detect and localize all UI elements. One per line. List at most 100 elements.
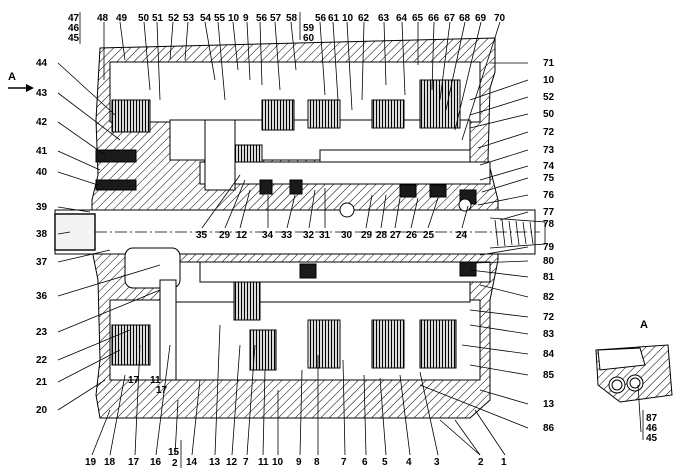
callout-59: 59 <box>303 23 315 34</box>
callout-9: 9 <box>243 13 249 24</box>
callout-10b: 10 <box>342 13 354 24</box>
callout-65: 65 <box>412 13 424 24</box>
callout-51: 51 <box>152 13 164 24</box>
callout-79: 79 <box>543 242 555 253</box>
callout-42: 42 <box>36 117 48 128</box>
callout-72b: 72 <box>543 312 555 323</box>
callout-24: 24 <box>456 230 468 241</box>
callout-57: 57 <box>270 13 282 24</box>
callout-9bt: 9 <box>296 457 302 468</box>
callout-52: 52 <box>168 13 180 24</box>
callout-40: 40 <box>36 167 48 178</box>
callout-26: 26 <box>406 230 418 241</box>
callout-1: 1 <box>501 457 507 468</box>
callout-31: 31 <box>319 230 331 241</box>
view-label: A <box>640 319 648 331</box>
callout-13: 13 <box>209 457 221 468</box>
callout-78: 78 <box>543 219 555 230</box>
callout-3: 3 <box>434 457 440 468</box>
callout-35: 35 <box>196 230 208 241</box>
callout-69: 69 <box>475 13 487 24</box>
callout-27: 27 <box>390 230 402 241</box>
callout-52r: 52 <box>543 92 555 103</box>
callout-72: 72 <box>543 127 555 138</box>
callout-64: 64 <box>396 13 408 24</box>
callout-11: 11 <box>258 457 269 468</box>
callout-53: 53 <box>183 13 195 24</box>
callout-10r: 10 <box>543 75 555 86</box>
leader-lines <box>57 21 529 456</box>
callout-80: 80 <box>543 256 555 267</box>
callout-43: 43 <box>36 88 48 99</box>
callout-55: 55 <box>214 13 226 24</box>
callout-7b: 7 <box>341 457 347 468</box>
callout-67: 67 <box>444 13 456 24</box>
callout-4: 4 <box>406 457 412 468</box>
callout-8: 8 <box>314 457 320 468</box>
callout-29b: 29 <box>361 230 373 241</box>
callout-41: 41 <box>36 146 48 157</box>
callout-7: 7 <box>243 457 249 468</box>
callout-54: 54 <box>200 13 212 24</box>
callout-83: 83 <box>543 329 555 340</box>
callout-5: 5 <box>382 457 388 468</box>
callout-45: 45 <box>68 33 80 44</box>
callout-46v: 46 <box>646 423 658 434</box>
callout-17i: 17 <box>128 375 140 386</box>
callout-16: 16 <box>150 457 162 468</box>
callout-73: 73 <box>543 145 555 156</box>
arrow-label: A <box>8 71 16 83</box>
callout-20: 20 <box>36 405 48 416</box>
inner-callouts: 35 29 12 34 33 32 31 30 29 28 27 26 25 2… <box>128 174 469 396</box>
callout-77: 77 <box>543 207 555 218</box>
callout-19: 19 <box>85 457 97 468</box>
bearings-and-gears <box>95 119 477 381</box>
callout-48: 48 <box>97 13 109 24</box>
callout-50: 50 <box>138 13 150 24</box>
callout-61: 61 <box>328 13 340 24</box>
callout-11i: 11 <box>150 375 161 386</box>
callout-32: 32 <box>303 230 315 241</box>
main-input-shaft <box>54 209 546 255</box>
callout-17: 17 <box>128 457 140 468</box>
callout-18: 18 <box>104 457 116 468</box>
callout-12: 12 <box>226 457 238 468</box>
callout-37: 37 <box>36 257 48 268</box>
callout-38: 38 <box>36 229 48 240</box>
callout-2b: 2 <box>172 458 178 469</box>
callout-71: 71 <box>543 58 555 69</box>
callout-33: 33 <box>281 230 293 241</box>
callout-49: 49 <box>116 13 128 24</box>
callout-56b: 56 <box>315 13 327 24</box>
bottom-callouts: 19 18 17 16 15 2 14 13 12 7 11 10 9 8 7 … <box>85 440 507 469</box>
callout-86: 86 <box>543 423 555 434</box>
upper-shaft <box>199 149 491 185</box>
lower-shaft <box>199 261 491 283</box>
callout-34: 34 <box>262 230 274 241</box>
callout-22: 22 <box>36 355 48 366</box>
callout-76: 76 <box>543 190 555 201</box>
callout-30: 30 <box>341 230 353 241</box>
callout-56: 56 <box>256 13 268 24</box>
callout-25: 25 <box>423 230 435 241</box>
callout-62: 62 <box>358 13 370 24</box>
callout-6: 6 <box>362 457 368 468</box>
callout-50r: 50 <box>543 109 555 120</box>
callout-58: 58 <box>286 13 298 24</box>
callout-87: 87 <box>646 413 658 424</box>
callout-45v: 45 <box>646 433 658 444</box>
callout-13r: 13 <box>543 399 555 410</box>
callout-68: 68 <box>459 13 471 24</box>
callout-75: 75 <box>543 173 555 184</box>
callout-21: 21 <box>36 377 48 388</box>
callout-28: 28 <box>376 230 388 241</box>
callout-29: 29 <box>219 230 231 241</box>
detail-view-a: A 87 46 45 <box>595 319 673 444</box>
callout-47: 47 <box>68 13 80 24</box>
callout-82: 82 <box>543 292 555 303</box>
callout-14: 14 <box>186 457 198 468</box>
callout-10bt: 10 <box>272 457 284 468</box>
callout-2: 2 <box>478 457 484 468</box>
callout-81: 81 <box>543 272 555 283</box>
